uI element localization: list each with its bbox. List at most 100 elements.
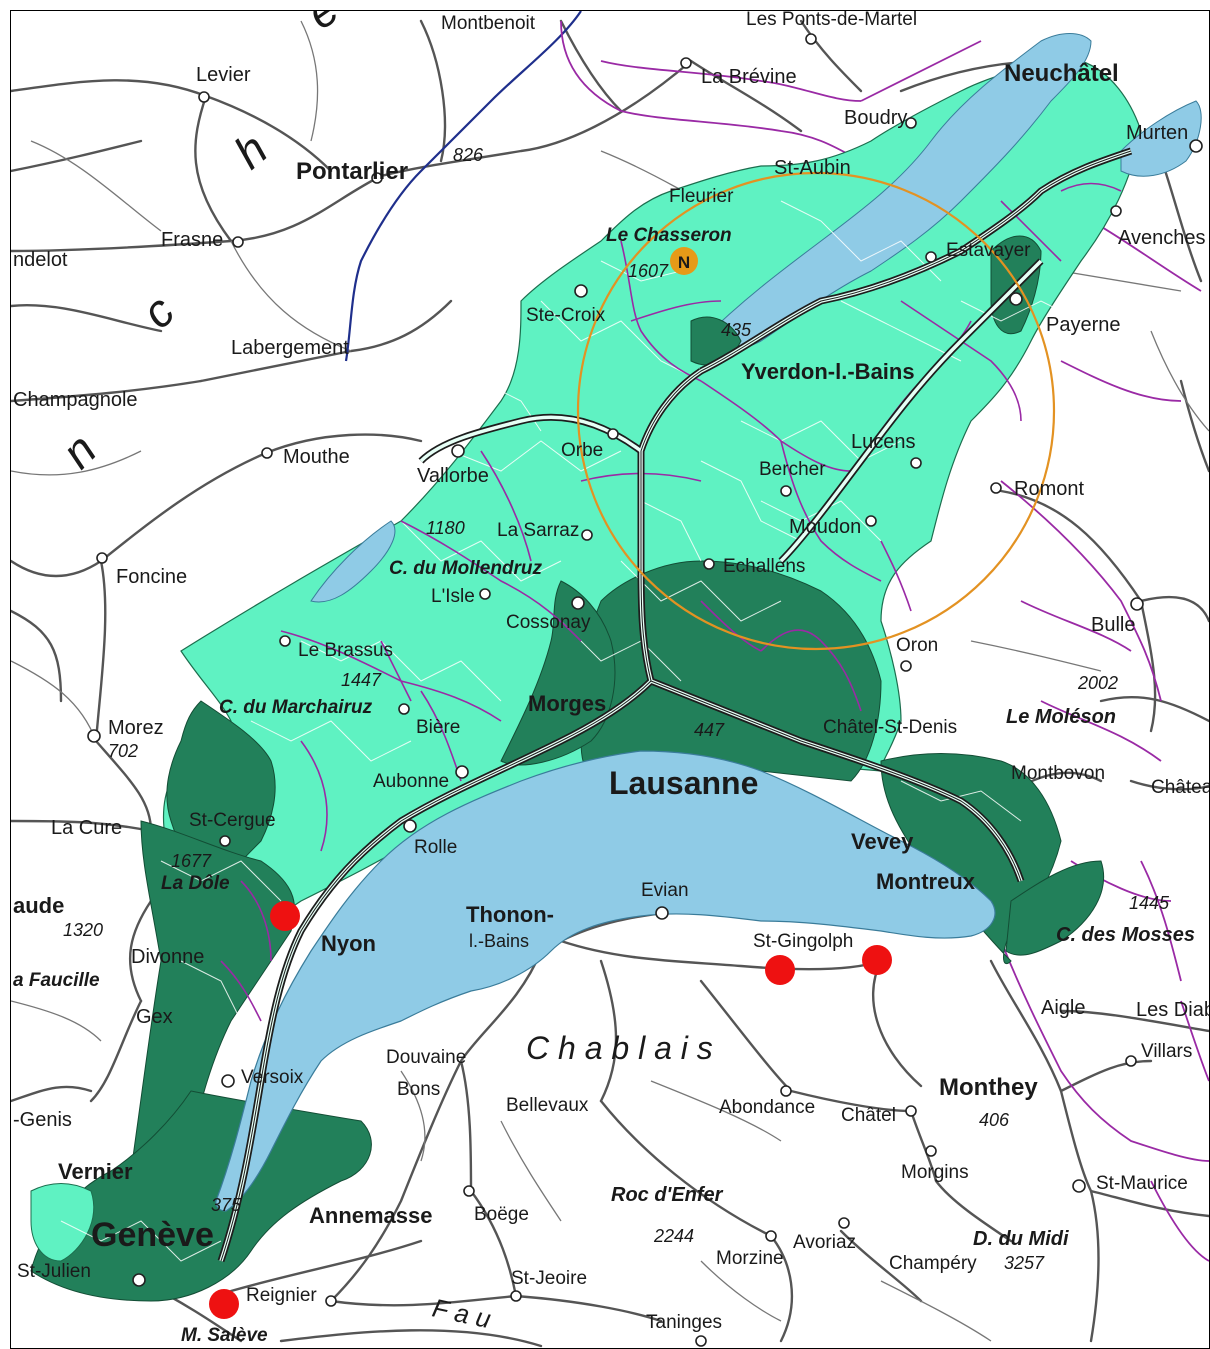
label-morez: Morez [108, 717, 164, 739]
map-labels: Montbenoit Les Ponts-de-Martel Levier La… [13, 11, 1209, 1346]
label-d-du-midi: D. du Midi [973, 1228, 1069, 1250]
label-chateau: Châtea [1151, 777, 1209, 798]
map-viewport[interactable]: e h c n N Montbenoit Les Ponts-de-Martel… [10, 10, 1210, 1349]
red-marker-st-gingolph-west[interactable] [765, 955, 795, 985]
label-alt-3257: 3257 [1004, 1253, 1045, 1273]
label-montreux: Montreux [876, 869, 976, 894]
label-la-cure: La Cure [51, 817, 122, 839]
label-vernier: Vernier [58, 1159, 133, 1184]
label-thonon: Thonon- [466, 902, 554, 927]
label-murten: Murten [1126, 122, 1188, 144]
lake-neuchatel [700, 33, 1092, 351]
label-champery: Champéry [889, 1253, 977, 1274]
label-c-marchairuz: C. du Marchairuz [219, 697, 373, 718]
label-bons: Bons [397, 1079, 440, 1100]
label-alt-1320: 1320 [63, 920, 103, 940]
svg-text:e: e [297, 11, 348, 39]
dark-green-zones [30, 235, 1105, 1302]
label-douvaine: Douvaine [386, 1047, 466, 1068]
north-marker-label: N [678, 253, 690, 272]
label-la-dole: La Dôle [161, 873, 230, 894]
label-alt-2244: 2244 [653, 1226, 694, 1246]
label-frasne: Frasne [161, 229, 223, 251]
label-morgins: Morgins [901, 1162, 969, 1183]
label-annemasse: Annemasse [309, 1203, 433, 1228]
label-la-brevine: La Brévine [701, 66, 797, 88]
label-versoix: Versoix [241, 1067, 304, 1088]
map-canvas: e h c n N Montbenoit Les Ponts-de-Martel… [11, 11, 1209, 1348]
label-morzine: Morzine [716, 1248, 784, 1269]
label-bulle: Bulle [1091, 614, 1135, 636]
svg-text:h: h [224, 122, 277, 178]
label-vallorbe: Vallorbe [417, 465, 489, 487]
label-monthey: Monthey [939, 1074, 1038, 1101]
label-alt-406: 406 [979, 1110, 1010, 1130]
label-st-gingolph: St-Gingolph [753, 931, 853, 952]
label-st-cergue: St-Cergue [189, 810, 276, 831]
label-thonon-bains: l.-Bains [469, 931, 529, 951]
label-mouthe: Mouthe [283, 446, 350, 468]
red-marker-reignier[interactable] [209, 1289, 239, 1319]
label-biere: Bière [416, 717, 460, 738]
label-alt-1445: 1445 [1129, 893, 1170, 913]
red-marker-nyon[interactable] [270, 901, 300, 931]
label-le-chasseron: Le Chasseron [606, 225, 732, 246]
label-montbenoit: Montbenoit [441, 13, 536, 34]
label-chablais: C h a b l a i s [526, 1030, 713, 1066]
label-divonne: Divonne [131, 946, 204, 968]
label-les-ponts: Les Ponts-de-Martel [746, 11, 917, 30]
label-alt-2002: 2002 [1077, 673, 1118, 693]
label-alt-1447: 1447 [341, 670, 382, 690]
north-marker[interactable] [670, 247, 698, 275]
label-vevey: Vevey [851, 829, 914, 854]
label-m-saleve: M. Salève [181, 1325, 268, 1346]
label-le-moleson: Le Moléson [1006, 706, 1116, 728]
label-alt-435: 435 [721, 320, 752, 340]
label-roc-denfer: Roc d'Enfer [611, 1184, 724, 1206]
town-symbols [87, 33, 1203, 1347]
label-morges: Morges [528, 691, 606, 716]
label-neuchatel: Neuchâtel [1004, 60, 1119, 87]
label-cossonay: Cossonay [506, 612, 591, 633]
road-network [11, 19, 1209, 1348]
label-abondance: Abondance [719, 1097, 815, 1118]
label-alt-826: 826 [453, 145, 484, 165]
label-champagnole: Champagnole [13, 389, 138, 411]
label-labergement: Labergement [231, 337, 349, 359]
label-boudry: Boudry [844, 107, 907, 129]
label-alt-375: 375 [211, 1195, 242, 1215]
label-oron: Oron [896, 635, 938, 656]
label-aubonne: Aubonne [373, 771, 449, 792]
label-avoriaz: Avoriaz [793, 1232, 856, 1253]
label-lausanne: Lausanne [609, 765, 758, 801]
label-echallens: Echallens [723, 556, 805, 577]
label-nyon: Nyon [321, 931, 376, 956]
label-chatel: Châtel [841, 1105, 896, 1126]
label-aude: aude [13, 893, 64, 918]
label-avenches: Avenches [1118, 227, 1205, 249]
municipal-mesh [60, 200, 1082, 1262]
label-taninges: Taninges [646, 1312, 722, 1333]
label-alt-1607: 1607 [628, 261, 669, 281]
label-ndelot: ndelot [13, 249, 68, 271]
label-st-jeoire: St-Jeoire [511, 1268, 587, 1289]
label-alt-1677: 1677 [171, 851, 212, 871]
label-geneve: Genève [91, 1216, 214, 1254]
label-alt-702: 702 [108, 741, 138, 761]
label-boege: Boëge [474, 1204, 529, 1225]
label-le-brassus: Le Brassus [298, 640, 393, 661]
label-orbe: Orbe [561, 440, 603, 461]
label-gex: Gex [136, 1006, 173, 1028]
label-chatel-st-denis: Châtel-St-Denis [823, 717, 957, 738]
label-st-aubin: St-Aubin [774, 157, 851, 179]
label-genis: -Genis [13, 1109, 72, 1131]
red-marker-st-gingolph-east[interactable] [862, 945, 892, 975]
label-evian: Evian [641, 880, 689, 901]
label-c-des-mosses: C. des Mosses [1056, 924, 1195, 946]
label-yverdon: Yverdon-l.-Bains [741, 359, 915, 384]
label-alt-447: 447 [694, 720, 725, 740]
label-lucens: Lucens [851, 431, 916, 453]
lac-de-joux [310, 520, 396, 603]
motorways [217, 147, 1133, 1263]
label-rolle: Rolle [414, 837, 457, 858]
